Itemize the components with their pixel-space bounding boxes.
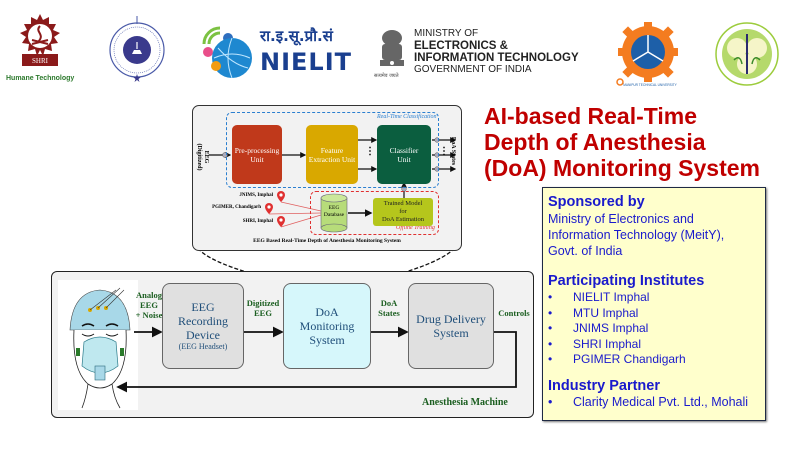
jnims-emblem-icon [109,16,165,82]
title-line-1: AI-based Real-Time [484,103,698,129]
eeg-input-label: EEG (Digitized) [196,143,209,171]
location-pin-icon [277,216,285,227]
mtu-logo: MANIPUR TECHNICAL UNIVERSITY [612,20,684,88]
meity-line-1: MINISTRY OF [414,28,479,39]
source-shri: SHRI, Imphal [242,219,273,224]
meity-logo: सत्यमेव जयते MINISTRY OF ELECTRONICS & I… [374,26,596,84]
national-emblem-icon [380,30,404,66]
industry-heading: Industry Partner [548,377,660,394]
anesthesia-machine-label: Anesthesia Machine [422,397,508,408]
location-pin-icon [277,191,285,202]
svg-text:SHRI: SHRI [32,57,49,65]
list-item: •PGIMER Chandigarh [548,352,686,366]
meity-line-3: INFORMATION TECHNOLOGY [414,52,579,64]
location-pin-icon [265,203,273,214]
source-pgimer: PGIMER, Chandigarh [212,205,261,210]
institutes-heading: Participating Institutes [548,273,705,289]
inner-diagram-arrows [209,137,457,233]
offline-label: Offline Training [396,225,435,231]
shri-logo: SHRI Humane Technology [6,12,74,84]
ellipsis-icon: ⋮ [365,146,375,157]
list-item: •Clarity Medical Pvt. Ltd., Mohali [548,394,749,409]
pgimer-logo [712,20,782,88]
project-info-box: Sponsored by Ministry of Electronics and… [542,187,766,421]
sponsor-line: Ministry of Electronics and [548,212,694,226]
nielit-logo: रा.इ.सू.प्रौ.सं NIELIT [198,20,353,82]
svg-text:MANIPUR TECHNICAL UNIVERSITY: MANIPUR TECHNICAL UNIVERSITY [623,83,677,87]
drug-delivery-system: Drug Delivery System [408,283,494,369]
page-title: AI-based Real-Time Depth of Anesthesia (… [484,103,760,181]
realtime-label: Real-Time Classification [377,114,437,120]
controls-label: Controls [498,308,530,318]
list-item: •JNIMS Imphal [548,321,649,335]
shri-emblem-icon: SHRI [20,14,60,66]
source-jnims: JNIMS, Imphal [239,193,273,198]
ellipsis-icon: ⋮ [439,146,449,157]
list-item: •SHRI Imphal [548,336,642,351]
realtime-classification-region [226,112,439,188]
outer-diagram-arrows [116,326,517,393]
industry-list: •Clarity Medical Pvt. Ltd., Mohali [543,395,765,411]
diagram-caption: EEG Based Real-Time Depth of Anesthesia … [253,238,401,244]
meity-line-2: ELECTRONICS & [414,40,508,52]
list-item: •NIELIT Imphal [548,290,650,304]
jnims-logo [106,14,168,84]
doa-system-diagram: Real-Time Classification Offline Trainin… [192,105,462,251]
eeg-database-icon [320,193,348,233]
meity-line-4: GOVERNMENT OF INDIA [414,64,532,75]
mtu-gear-icon: MANIPUR TECHNICAL UNIVERSITY [616,22,678,87]
offline-training-region [310,191,439,235]
shri-caption: Humane Technology [6,75,75,82]
list-item: •MTU Imphal [548,305,639,320]
patient-face-icon [58,280,138,410]
doa-states-output-label: DoA States [450,136,456,166]
doa-monitoring-system: DoA Monitoring System [283,283,371,369]
institutes-list: •NIELIT Imphal •MTU Imphal •JNIMS Imphal… [543,290,765,368]
meity-motto: सत्यमेव जयते [374,73,399,79]
sponsor-line: Govt. of India [548,244,623,258]
nielit-hindi-name: रा.इ.सू.प्रौ.सं [260,27,333,45]
nielit-globe-icon [202,26,252,79]
title-line-3: (DoA) Monitoring System [484,155,760,181]
sponsored-heading: Sponsored by [548,194,645,210]
title-line-2: Depth of Anesthesia [484,129,706,155]
nielit-name: NIELIT [260,48,353,76]
sponsor-line: Information Technology (MeitY), [548,228,725,242]
eeg-recording-device: EEG Recording Device (EEG Headset) [162,283,244,369]
pgimer-emblem-icon [715,22,779,86]
